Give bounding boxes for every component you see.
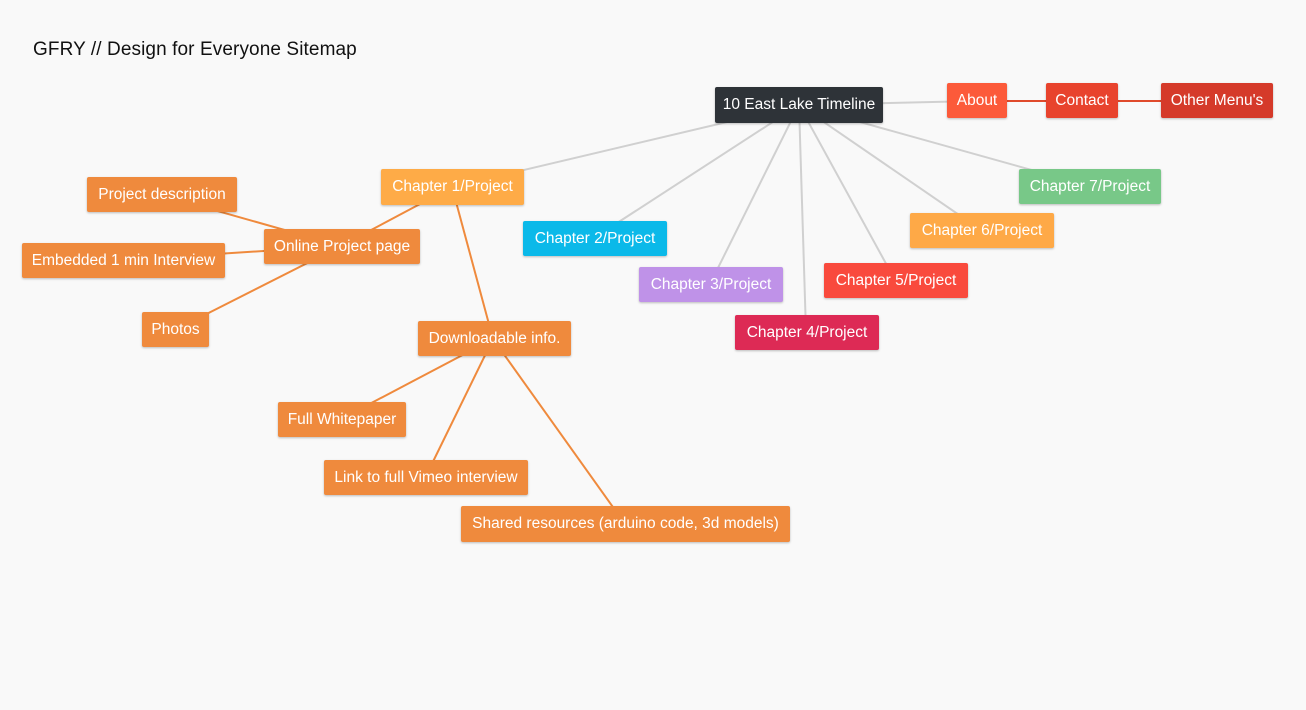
- online-project-page-node[interactable]: Online Project page: [264, 229, 420, 264]
- full-whitepaper-node[interactable]: Full Whitepaper: [278, 402, 406, 437]
- edge-root-chapter3: [709, 104, 800, 285]
- edge-chapter1-download: [451, 186, 494, 340]
- edge-download-shared: [492, 338, 626, 525]
- chapter1-node[interactable]: Chapter 1/Project: [381, 169, 524, 205]
- shared-resources-node[interactable]: Shared resources (arduino code, 3d model…: [461, 506, 790, 542]
- edge-root-chapter5: [798, 104, 896, 281]
- edge-root-chapter2: [593, 104, 800, 239]
- photos-node[interactable]: Photos: [142, 312, 209, 347]
- chapter3-node[interactable]: Chapter 3/Project: [639, 267, 783, 302]
- embedded-interview-node[interactable]: Embedded 1 min Interview: [22, 243, 225, 278]
- chapter4-node[interactable]: Chapter 4/Project: [735, 315, 879, 350]
- project-description-node[interactable]: Project description: [87, 177, 237, 212]
- about-menu-node[interactable]: About: [947, 83, 1007, 118]
- edge-download-vimeo: [424, 338, 494, 479]
- edge-root-chapter6: [798, 104, 982, 231]
- page-title: GFRY // Design for Everyone Sitemap: [33, 39, 357, 60]
- chapter6-node[interactable]: Chapter 6/Project: [910, 213, 1054, 248]
- chapter5-node[interactable]: Chapter 5/Project: [824, 263, 968, 298]
- edge-root-chapter4: [798, 104, 807, 333]
- downloadable-info-node[interactable]: Downloadable info.: [418, 321, 571, 356]
- timeline-root-node[interactable]: 10 East Lake Timeline: [715, 87, 883, 123]
- vimeo-interview-node[interactable]: Link to full Vimeo interview: [324, 460, 528, 495]
- chapter2-node[interactable]: Chapter 2/Project: [523, 221, 667, 256]
- contact-menu-node[interactable]: Contact: [1046, 83, 1118, 118]
- other-menus-node[interactable]: Other Menu's: [1161, 83, 1273, 118]
- chapter7-node[interactable]: Chapter 7/Project: [1019, 169, 1161, 204]
